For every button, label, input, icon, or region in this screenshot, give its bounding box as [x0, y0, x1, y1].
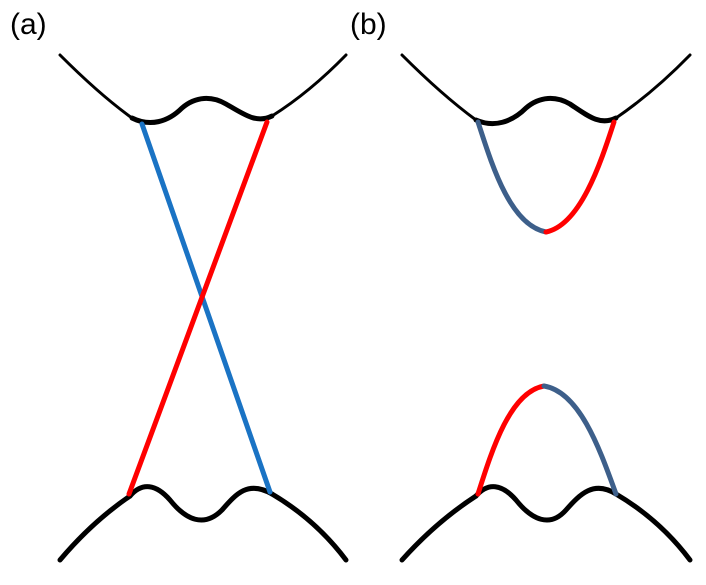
- panel-b-lower-band-left-branch: [399, 493, 479, 563]
- panel-a: (a): [10, 8, 349, 563]
- panel-b-lower-band-bottom: [473, 484, 619, 523]
- panel-a-red-edge-state: [126, 119, 270, 497]
- panel-a-blue-edge-state: [139, 121, 273, 495]
- panel-b-upper-band-left-branch: [400, 53, 478, 122]
- panel-b-lower-red-edge-state: [475, 383, 547, 497]
- panel-a-upper-band-left-branch: [58, 53, 134, 120]
- panel-a-lower-band-bottom: [127, 484, 275, 523]
- panel-b-lower-band-right-branch: [613, 491, 693, 563]
- panel-b-upper-band-right-branch: [614, 53, 692, 120]
- panel-a-lower-band-right-branch: [269, 491, 349, 563]
- panel-b: (b): [350, 8, 693, 563]
- panel-b-lower-blue-edge-state: [541, 383, 619, 497]
- panel-b-upper-band-top: [473, 96, 619, 126]
- panel-b-label: (b): [350, 8, 387, 41]
- panel-a-upper-band-right-branch: [270, 53, 348, 118]
- panel-b-upper-blue-edge-state: [475, 119, 549, 235]
- panel-a-upper-band-top: [129, 96, 275, 125]
- panel-a-lower-band-left-branch: [57, 493, 133, 563]
- panel-b-upper-red-edge-state: [543, 119, 617, 235]
- panel-a-label: (a): [10, 8, 47, 41]
